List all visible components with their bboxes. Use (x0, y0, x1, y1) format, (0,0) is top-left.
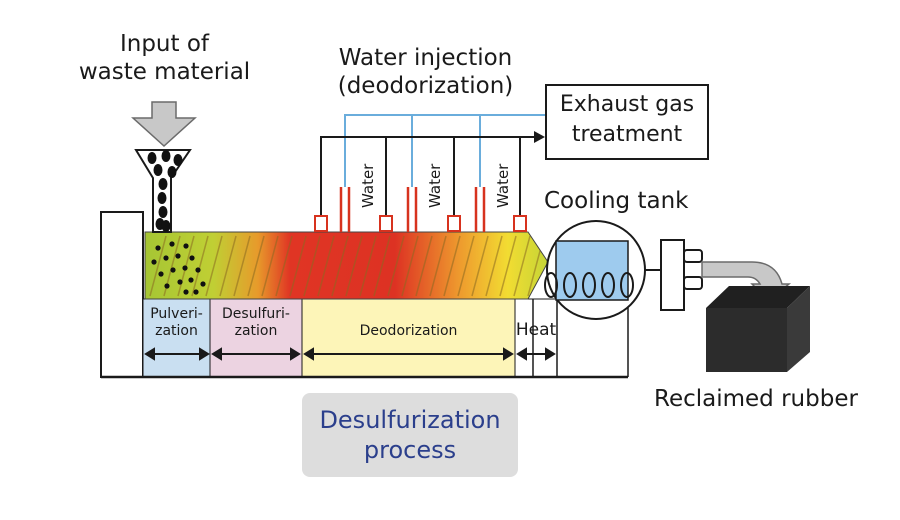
screw-flights (149, 235, 548, 297)
output-die (660, 239, 685, 311)
cooling-tank-label: Cooling tank (544, 188, 689, 214)
coil (544, 272, 634, 298)
left-support (100, 211, 144, 378)
stage-heat: Heat (515, 320, 557, 340)
process-label: Desulfurization process (319, 406, 501, 464)
exhaust-gas-treatment-box (545, 84, 709, 160)
stage-desulfurization: Desulfuri- zation (222, 306, 290, 339)
reclaimed-rubber-label: Reclaimed rubber (654, 386, 858, 412)
water-label-1: Water (359, 163, 377, 208)
input-arrow (131, 101, 197, 148)
waste-particles (151, 241, 206, 295)
stage-deodorization: Deodorization (359, 323, 458, 339)
water-pipes (344, 114, 545, 187)
pulverization-zone (142, 298, 211, 378)
water-nozzles (339, 187, 486, 232)
water-label-2: Water (426, 163, 444, 208)
rubber-block-top (706, 286, 810, 308)
water-injection-label: Water injection (deodorization) (337, 45, 514, 99)
hopper (134, 149, 192, 233)
stage-pulverization: Pulveri- zation (150, 306, 203, 339)
stage-arrows (144, 347, 556, 361)
process-badge (302, 393, 518, 477)
exhaust-gas-treatment-label: Exhaust gas treatment (559, 92, 695, 147)
cooling-water (555, 240, 629, 301)
exhaust-pipes (320, 136, 536, 216)
deodorization-zone (301, 298, 516, 378)
exhaust-arrowhead (534, 131, 545, 143)
exhaust-vents (314, 215, 527, 232)
reclaimed-rubber-block (706, 308, 787, 372)
water-label-3: Water (494, 163, 512, 208)
input-label: Input of waste material (78, 31, 251, 85)
